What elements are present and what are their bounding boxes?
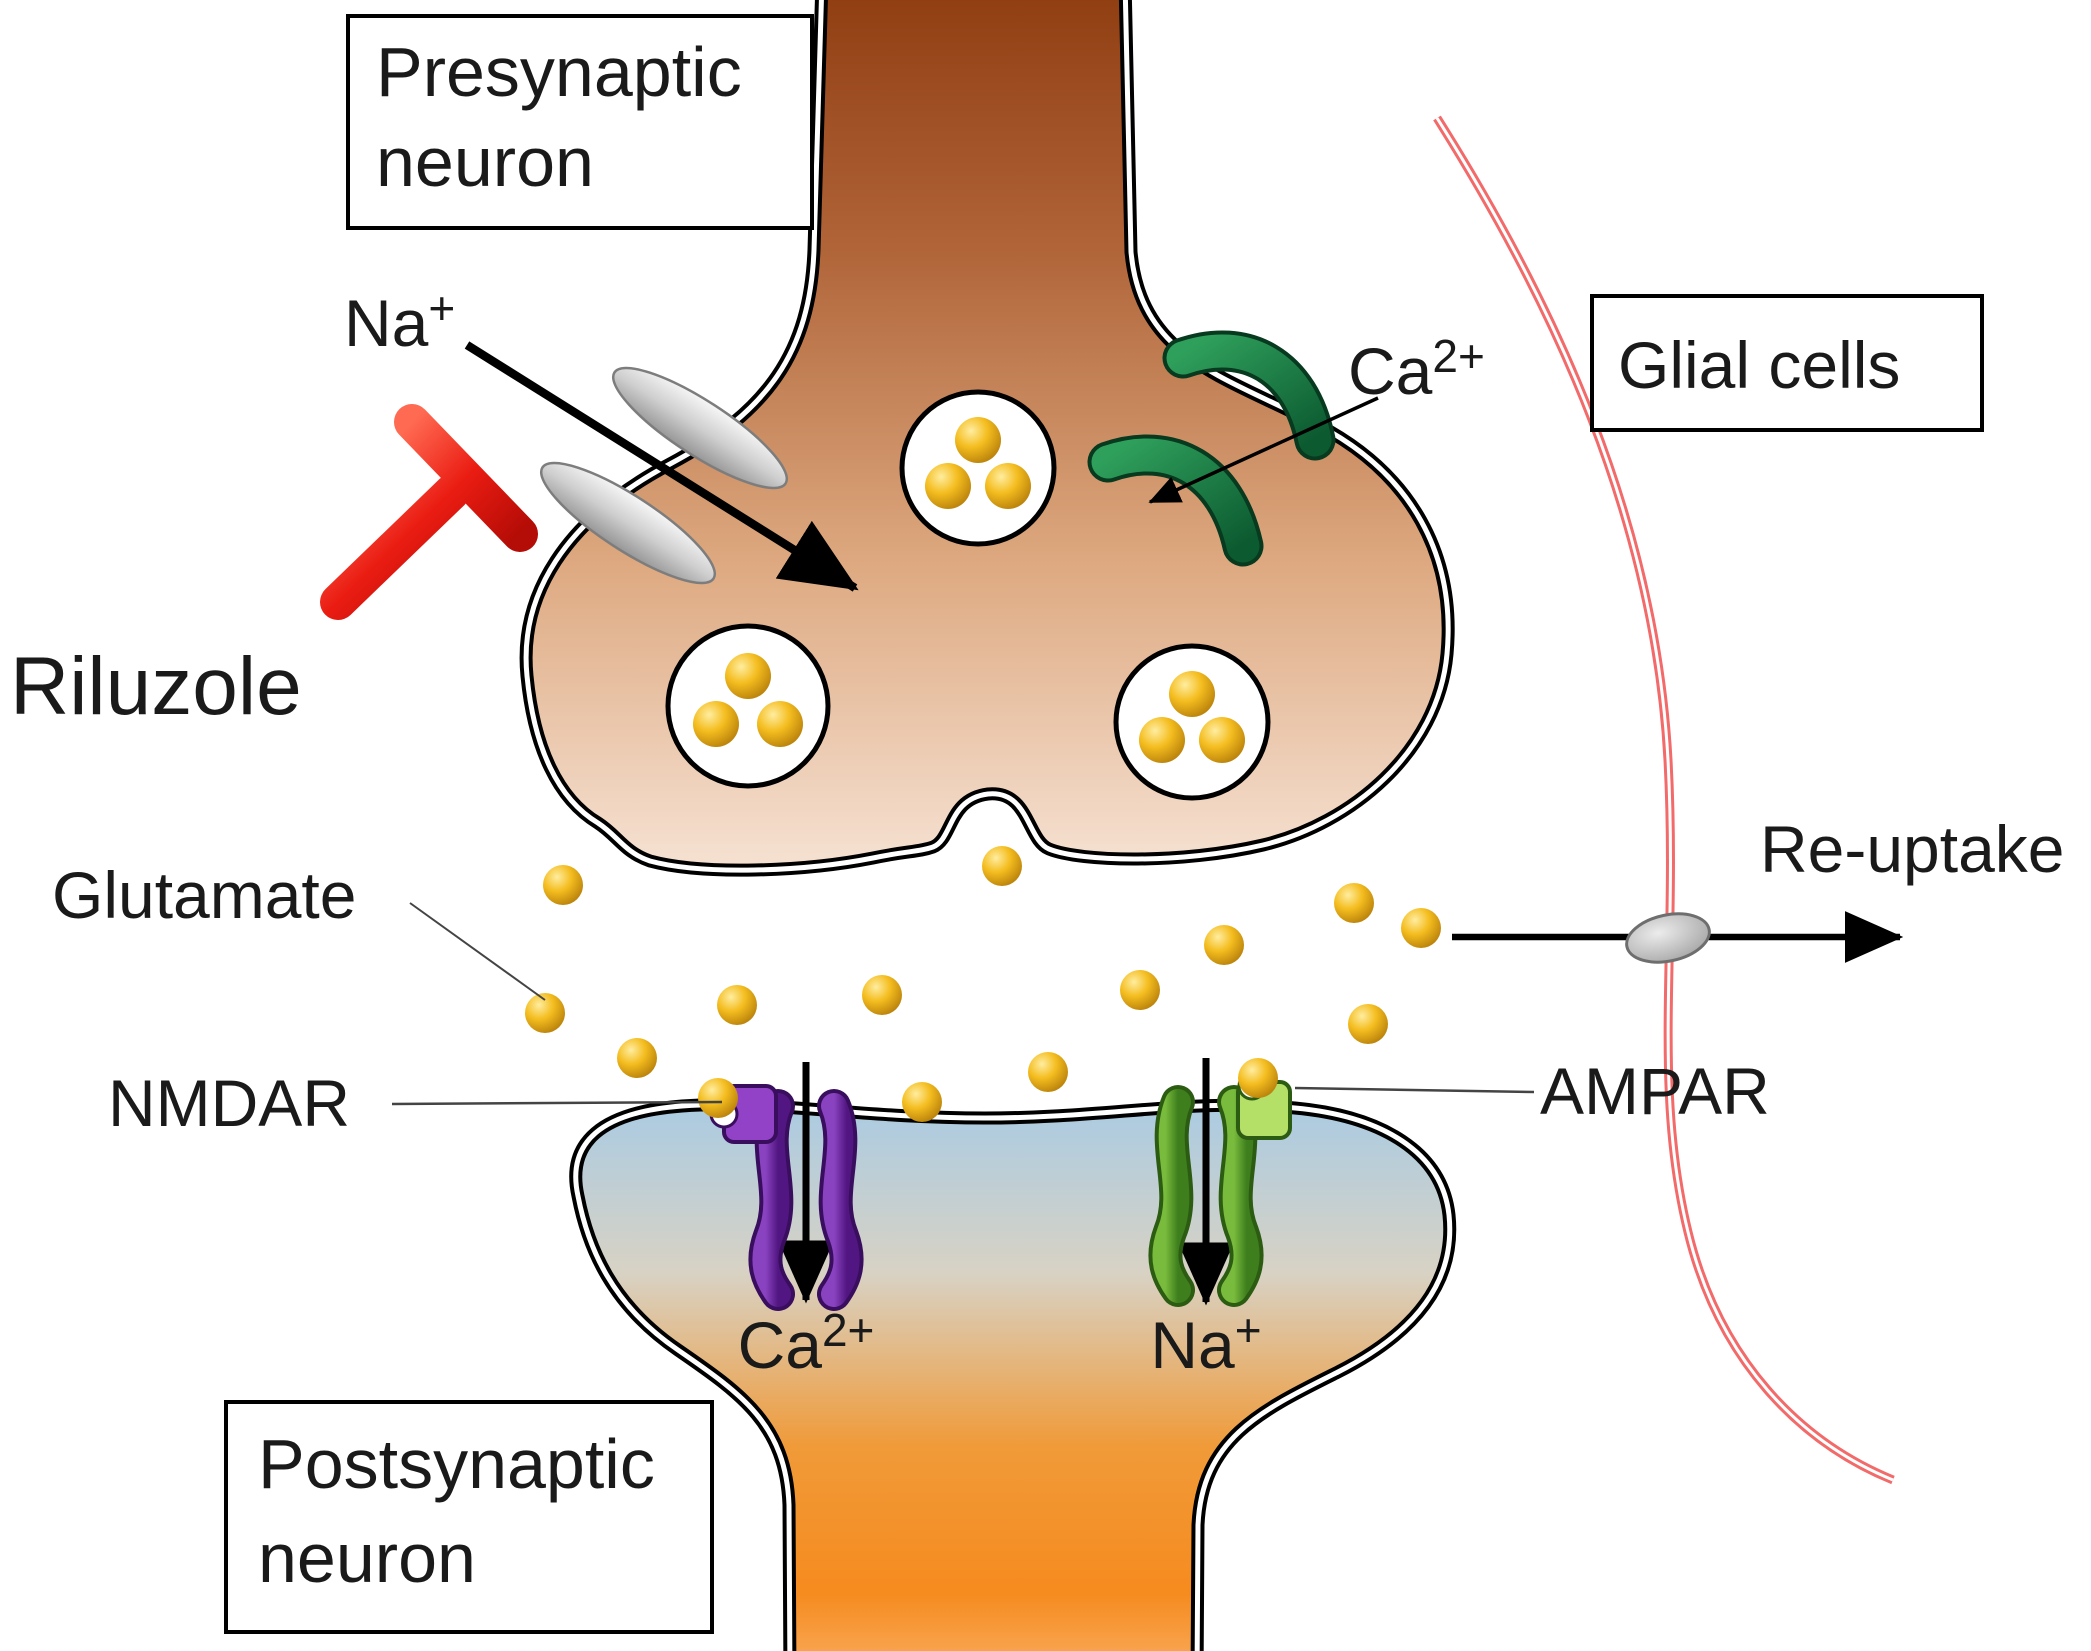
postsynaptic-label-box: Postsynaptic neuron bbox=[224, 1400, 714, 1634]
ca-influx-arrow bbox=[1148, 396, 1379, 504]
presynaptic-label-box: Presynaptic neuron bbox=[346, 14, 814, 230]
glutamate-dot bbox=[982, 846, 1022, 886]
ampar-receptor bbox=[1148, 1071, 1292, 1307]
glutamate-dot bbox=[1028, 1052, 1068, 1092]
ampar-label: AMPAR bbox=[1540, 1054, 1770, 1128]
glutamate-dot bbox=[543, 865, 583, 905]
glutamate-dot bbox=[1204, 925, 1244, 965]
glutamate-dot bbox=[1348, 1004, 1388, 1044]
glutamate-dot bbox=[1401, 908, 1441, 948]
vesicle bbox=[665, 623, 831, 789]
glutamate-dot bbox=[1334, 883, 1374, 923]
glutamate-dot bbox=[717, 985, 757, 1025]
riluzole-inhibitor bbox=[320, 404, 538, 620]
presynaptic-label-line1: Presynaptic bbox=[376, 33, 742, 111]
calcium-channel bbox=[1087, 330, 1336, 567]
glutamate-dot bbox=[698, 1078, 738, 1118]
reuptake-label: Re-uptake bbox=[1760, 812, 2065, 886]
glutamate-dot bbox=[1238, 1058, 1278, 1098]
glutamate-dot bbox=[525, 993, 565, 1033]
ca-label-bottom: Ca2+ bbox=[738, 1304, 875, 1382]
glial-label: Glial cells bbox=[1618, 328, 1900, 402]
ca-label-top: Ca2+ bbox=[1348, 330, 1485, 408]
vesicle bbox=[899, 389, 1057, 547]
sodium-channel bbox=[539, 366, 789, 585]
postsynaptic-label-line1: Postsynaptic bbox=[258, 1425, 655, 1503]
reuptake-transporter bbox=[1625, 912, 1711, 964]
nmdar-receptor bbox=[709, 1084, 864, 1311]
na-label-bottom: Na+ bbox=[1150, 1304, 1261, 1382]
vesicle bbox=[1113, 643, 1271, 801]
glutamate-dot bbox=[902, 1082, 942, 1122]
presynaptic-label-line2: neuron bbox=[376, 123, 594, 201]
glutamate-dot bbox=[617, 1038, 657, 1078]
glutamate-label: Glutamate bbox=[52, 858, 356, 932]
na-influx-arrow bbox=[464, 341, 859, 592]
glial-label-box: Glial cells bbox=[1590, 294, 1984, 432]
glutamate-dot bbox=[1120, 970, 1160, 1010]
na-label-top: Na+ bbox=[344, 282, 455, 360]
glutamate-dots bbox=[525, 846, 1441, 1122]
glutamate-dot bbox=[862, 975, 902, 1015]
nmdar-pointer-line bbox=[391, 1100, 723, 1106]
postsynaptic-label-line2: neuron bbox=[258, 1519, 476, 1597]
nmdar-label: NMDAR bbox=[108, 1066, 350, 1140]
ampar-pointer-line bbox=[1294, 1086, 1535, 1094]
riluzole-label: Riluzole bbox=[10, 641, 302, 732]
glutamate-pointer-line bbox=[409, 902, 546, 1001]
